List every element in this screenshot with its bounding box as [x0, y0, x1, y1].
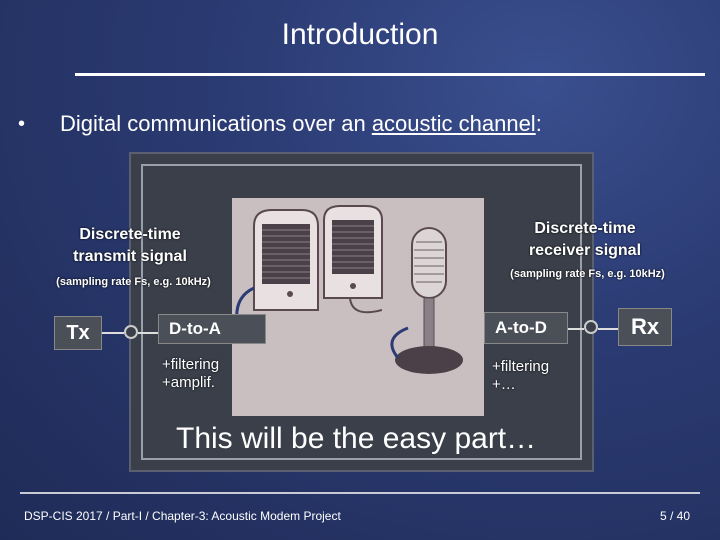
- rx-block: Rx: [618, 308, 672, 346]
- tx-signal-line2: transmit signal: [73, 248, 187, 265]
- easy-part-caption: This will be the easy part…: [176, 422, 537, 455]
- bullet-text: Digital communications over an acoustic …: [60, 111, 542, 137]
- dac-notes: +filtering +amplif.: [162, 356, 219, 392]
- page-number: 5 / 40: [660, 509, 691, 523]
- tx-signal-label: Discrete-time transmit signal: [50, 224, 210, 268]
- tx-block: Tx: [54, 316, 102, 350]
- speakers-and-microphone-picture: [232, 198, 484, 416]
- adc-connector-line: [568, 328, 584, 330]
- adc-note-more: +…: [492, 376, 516, 393]
- tx-signal-line1: Discrete-time: [79, 226, 181, 243]
- bullet-marker: •: [18, 113, 26, 135]
- rx-signal-line1: Discrete-time: [534, 220, 636, 237]
- footer-divider: [20, 492, 700, 494]
- tx-dac-connector-line: [138, 332, 158, 334]
- diagram-panel-frame: [141, 164, 582, 460]
- dac-block: D-to-A: [158, 314, 266, 344]
- tx-node-circle: [124, 325, 138, 339]
- rx-node-circle: [584, 320, 598, 334]
- title-underline: [75, 73, 705, 76]
- footer-course: DSP-CIS 2017 / Part-I / Chapter-3: Acous…: [24, 509, 341, 523]
- bullet-text-start: Digital communications over an: [60, 111, 372, 136]
- rx-connector-line: [598, 328, 618, 330]
- bullet-text-underlined: acoustic channel: [371, 111, 536, 136]
- adc-block: A-to-D: [484, 312, 568, 344]
- slide-title: Introduction: [281, 18, 439, 51]
- adc-note-filtering: +filtering: [492, 358, 550, 375]
- tx-sampling-rate: (sampling rate Fs, e.g. 10kHz): [56, 276, 211, 288]
- rx-signal-label: Discrete-time receiver signal: [505, 218, 665, 262]
- dac-note-filtering: +filtering: [162, 356, 220, 373]
- bullet-text-end: :: [535, 111, 542, 136]
- speakers-microphone-illustration: [232, 198, 484, 416]
- dac-note-amplif: +amplif.: [162, 374, 215, 391]
- adc-notes: +filtering +…: [492, 358, 549, 394]
- rx-sampling-rate: (sampling rate Fs, e.g. 10kHz): [510, 268, 665, 280]
- tx-connector-line: [102, 332, 124, 334]
- rx-signal-line2: receiver signal: [528, 242, 642, 259]
